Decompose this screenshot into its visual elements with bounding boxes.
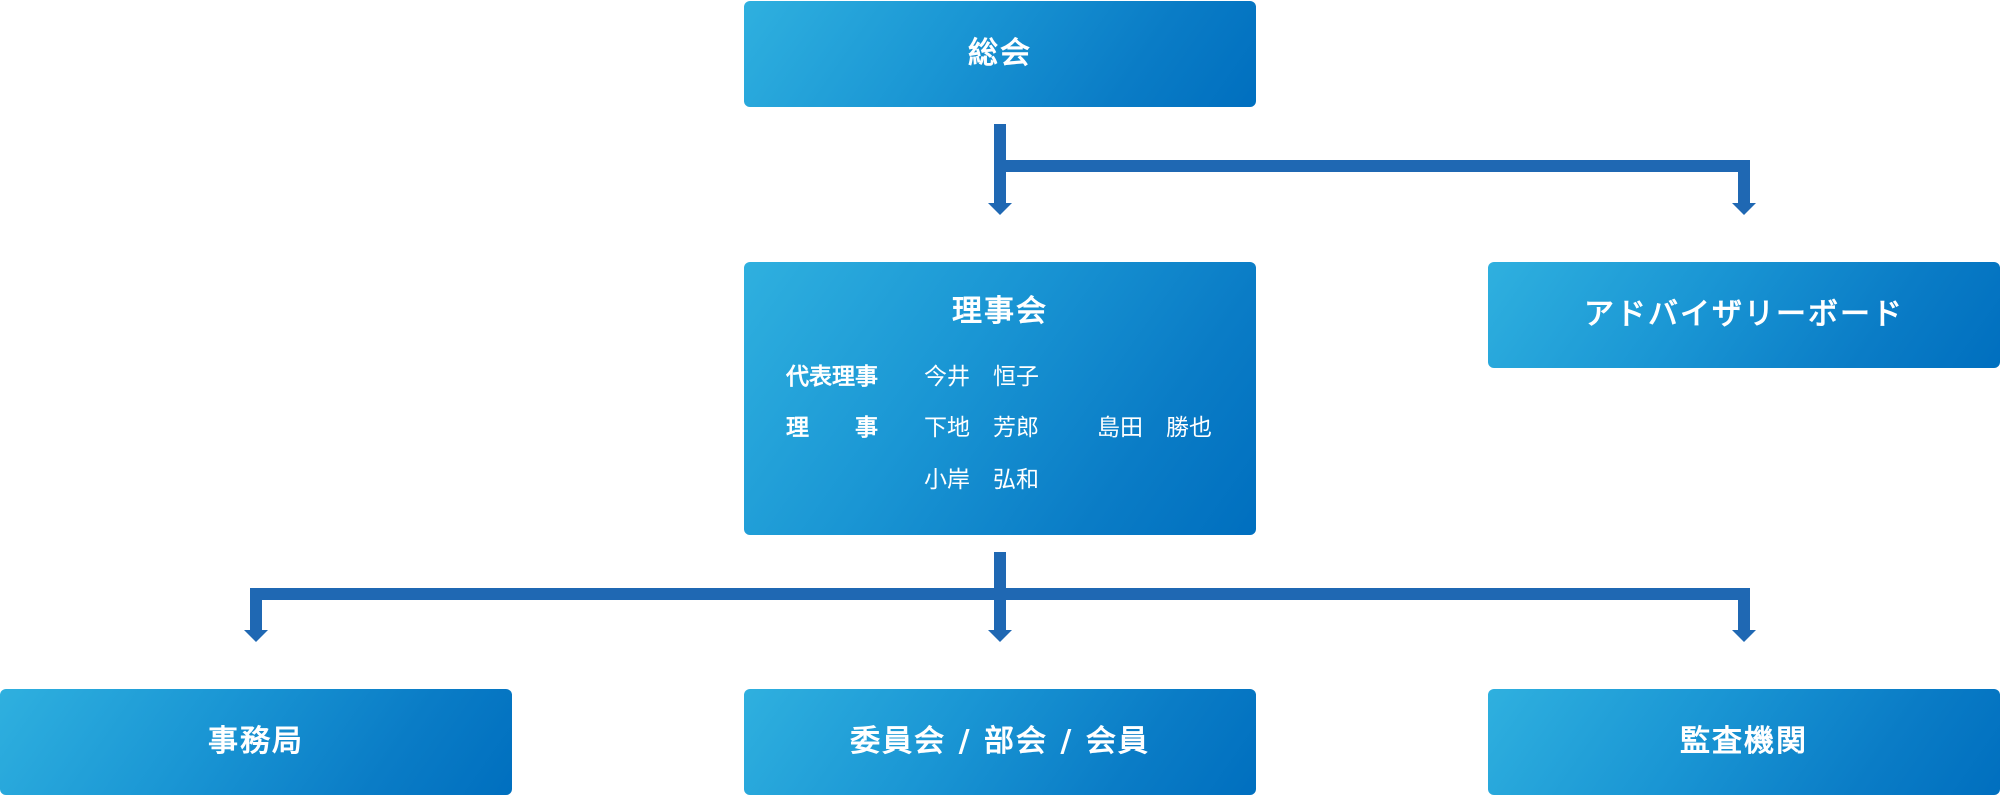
arrowhead-board bbox=[988, 203, 1012, 215]
committees-label: 委員会 / 部会 / 会員 bbox=[850, 724, 1150, 759]
audit-label: 監査機関 bbox=[1680, 724, 1808, 759]
arrowhead-advisory bbox=[1732, 203, 1756, 215]
arrowhead-committees bbox=[988, 630, 1012, 642]
representative-name: 今井 恒子 bbox=[924, 364, 1039, 390]
arrowhead-secretariat bbox=[244, 630, 268, 642]
advisory-board-label: アドバイザリーボード bbox=[1584, 297, 1904, 332]
connectors-top bbox=[994, 124, 1750, 204]
board-label: 理事会 bbox=[952, 294, 1048, 329]
connectors-bottom bbox=[250, 552, 1750, 631]
director-name: 小岸 弘和 bbox=[924, 467, 1039, 493]
director-name: 島田 勝也 bbox=[1097, 415, 1212, 441]
secretariat-node: 事務局 bbox=[0, 689, 512, 795]
audit-node: 監査機関 bbox=[1488, 689, 2000, 795]
director-name: 下地 芳郎 bbox=[924, 415, 1039, 441]
secretariat-label: 事務局 bbox=[208, 724, 304, 759]
connector-board-to-secretariat bbox=[250, 588, 1000, 631]
connector-board-to-audit bbox=[1000, 588, 1750, 631]
director-role: 理 事 bbox=[786, 415, 878, 441]
board-node: 理事会 代表理事 今井 恒子 理 事 下地 芳郎 島田 勝也 小岸 弘和 bbox=[744, 262, 1256, 535]
general-assembly-node: 総会 bbox=[744, 1, 1256, 107]
representative-role: 代表理事 bbox=[786, 364, 878, 390]
advisory-board-node: アドバイザリーボード bbox=[1488, 262, 2000, 368]
committees-node: 委員会 / 部会 / 会員 bbox=[744, 689, 1256, 795]
arrowhead-audit bbox=[1732, 630, 1756, 642]
connector-general-to-advisory bbox=[1000, 160, 1750, 204]
general-assembly-label: 総会 bbox=[968, 36, 1032, 71]
